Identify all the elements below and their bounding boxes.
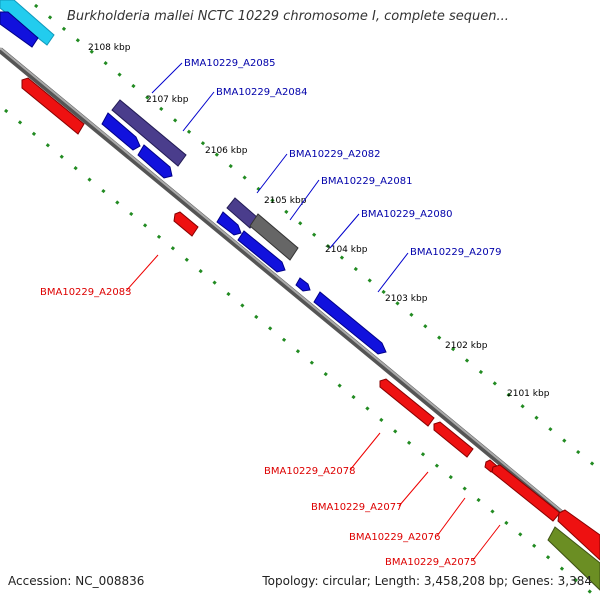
tick-label: 2105 kbp xyxy=(264,196,307,206)
gene-feature[interactable] xyxy=(137,144,173,179)
genome-summary-text: Topology: circular; Length: 3,458,208 bp… xyxy=(262,574,592,588)
tick-label: 2102 kbp xyxy=(445,341,488,351)
gene-label[interactable]: BMA10229_A2081 xyxy=(321,176,412,187)
gene-feature-bma10229-a2085[interactable] xyxy=(101,112,141,151)
tick-label: 2104 kbp xyxy=(325,245,368,255)
gene-feature[interactable] xyxy=(216,211,242,236)
gene-feature-bma10229-a2078[interactable] xyxy=(379,378,435,427)
gene-label[interactable]: BMA10229_A2083 xyxy=(40,287,131,298)
gene-feature[interactable] xyxy=(0,0,55,46)
gene-label[interactable]: BMA10229_A2078 xyxy=(264,466,355,477)
gene-feature[interactable] xyxy=(173,211,199,237)
gene-label[interactable]: BMA10229_A2080 xyxy=(361,209,452,220)
gene-feature-bma10229-a2077[interactable] xyxy=(433,421,474,458)
ruler-track-inner xyxy=(4,108,600,600)
gene-feature-bma10229-a2083[interactable] xyxy=(21,77,85,135)
gene-feature-bma10229-a2080[interactable] xyxy=(237,230,286,273)
gene-feature-bma10229-a2081[interactable] xyxy=(249,213,299,261)
tick-label: 2107 kbp xyxy=(146,95,189,105)
gene-feature-bma10229-a2076[interactable] xyxy=(491,464,561,522)
tick-label: 2103 kbp xyxy=(385,294,428,304)
label-leader-lines xyxy=(125,62,501,561)
gene-feature-bma10229-a2082[interactable] xyxy=(226,197,259,229)
gene-label[interactable]: BMA10229_A2085 xyxy=(184,58,275,69)
tick-label: 2106 kbp xyxy=(205,146,248,156)
gene-feature-bma10229-a2075[interactable] xyxy=(557,509,600,561)
map-title: Burkholderia mallei NCTC 10229 chromosom… xyxy=(67,9,509,24)
ruler-track-outer xyxy=(34,3,600,472)
gene-feature[interactable] xyxy=(295,277,311,292)
gene-label[interactable]: BMA10229_A2075 xyxy=(385,557,476,568)
gene-label[interactable]: BMA10229_A2084 xyxy=(216,87,307,98)
gene-label[interactable]: BMA10229_A2076 xyxy=(349,532,440,543)
gene-feature-bma10229-a2084[interactable] xyxy=(111,99,187,167)
gene-feature[interactable] xyxy=(547,526,600,591)
gene-feature-bma10229-a2079[interactable] xyxy=(313,291,387,355)
gene-label[interactable]: BMA10229_A2077 xyxy=(311,502,402,513)
tick-label: 2101 kbp xyxy=(507,389,550,399)
gene-label[interactable]: BMA10229_A2082 xyxy=(289,149,380,160)
gene-label[interactable]: BMA10229_A2079 xyxy=(410,247,501,258)
backbone-line xyxy=(0,47,600,548)
accession-text: Accession: NC_008836 xyxy=(8,574,145,588)
gene-feature[interactable] xyxy=(0,11,39,48)
tick-label: 2108 kbp xyxy=(88,43,131,53)
